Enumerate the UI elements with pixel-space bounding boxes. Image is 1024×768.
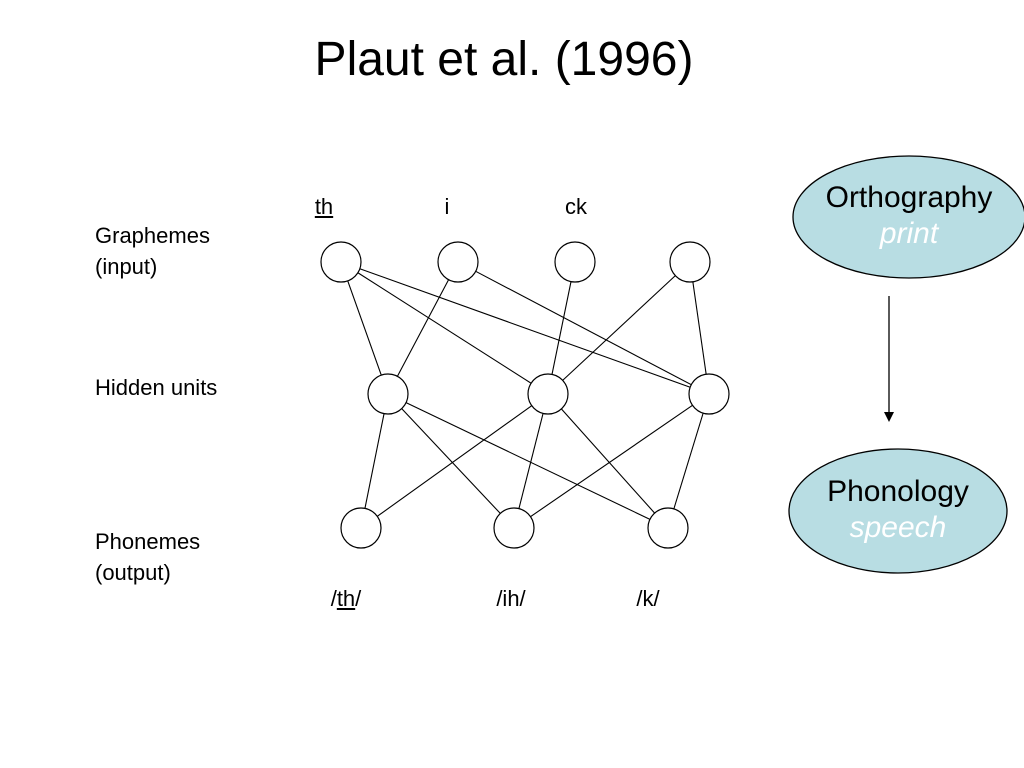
- output-unit: [340, 507, 382, 549]
- grapheme-label: th: [315, 194, 333, 220]
- hidden-layer-label: Hidden units: [95, 375, 218, 400]
- phonology-title: Phonology: [827, 475, 969, 508]
- input-hidden-connection: [692, 281, 707, 375]
- hidden-output-connection: [518, 413, 544, 509]
- grapheme-label-text: i: [444, 194, 450, 219]
- graphemes-layer-label: Graphemes (input): [95, 220, 210, 282]
- grapheme-label-text: ck: [565, 194, 587, 219]
- phoneme-label-text: /ih/: [496, 586, 526, 611]
- orthography-title: Orthography: [825, 181, 993, 214]
- input-hidden-connection: [359, 268, 691, 388]
- hidden-output-connection: [560, 408, 656, 514]
- input-hidden-connection: [562, 275, 676, 381]
- hidden-output-connection: [673, 412, 704, 510]
- grapheme-label: i: [445, 194, 450, 220]
- phoneme-label-text: /: [355, 586, 362, 611]
- input-hidden-connection: [347, 280, 382, 376]
- input-hidden-connection: [551, 281, 572, 375]
- input-hidden-connection: [475, 270, 692, 386]
- graphemes-label-line1: Graphemes: [95, 223, 210, 248]
- hidden-unit: [688, 373, 730, 415]
- phonology-label: Phonology speech: [789, 474, 1007, 546]
- orthography-subtitle: print: [879, 217, 939, 250]
- grapheme-label: ck: [565, 194, 587, 220]
- input-unit: [669, 241, 711, 283]
- orthography-label: Orthography print: [793, 180, 1024, 252]
- phoneme-label: /k/: [636, 586, 659, 612]
- input-hidden-connection: [396, 279, 450, 377]
- phoneme-label-pre: /: [330, 586, 337, 611]
- output-unit: [647, 507, 689, 549]
- phonemes-label-line1: Phonemes: [95, 529, 201, 554]
- phoneme-label-text: /k/: [636, 586, 660, 611]
- slide-title: Plaut et al. (1996): [314, 33, 694, 86]
- input-unit: [437, 241, 479, 283]
- input-unit: [320, 241, 362, 283]
- phonology-subtitle: speech: [849, 511, 947, 544]
- graphemes-label-line2: (input): [95, 254, 158, 279]
- hidden-output-connection: [530, 404, 693, 518]
- input-unit: [554, 241, 596, 283]
- phonology-ellipse: [788, 448, 1008, 574]
- phoneme-label-underlined: th: [336, 586, 356, 611]
- arrow-head-icon: [884, 412, 894, 422]
- hidden-output-connection: [364, 413, 385, 509]
- phonemes-label-line2: (output): [95, 560, 171, 585]
- grapheme-label-underlined: th: [314, 194, 334, 219]
- hidden-unit: [527, 373, 569, 415]
- network-connections: [347, 268, 707, 520]
- hidden-output-connection: [376, 405, 533, 517]
- input-hidden-connection: [357, 272, 532, 384]
- hidden-output-connection: [405, 402, 651, 520]
- network-units: [320, 241, 730, 549]
- phoneme-label: /ih/: [496, 586, 525, 612]
- phoneme-label: /th/: [331, 586, 362, 612]
- phonemes-layer-label: Phonemes (output): [95, 526, 200, 588]
- hidden-unit: [367, 373, 409, 415]
- hidden-output-connection: [401, 408, 501, 514]
- output-unit: [493, 507, 535, 549]
- orthography-ellipse: [792, 155, 1024, 279]
